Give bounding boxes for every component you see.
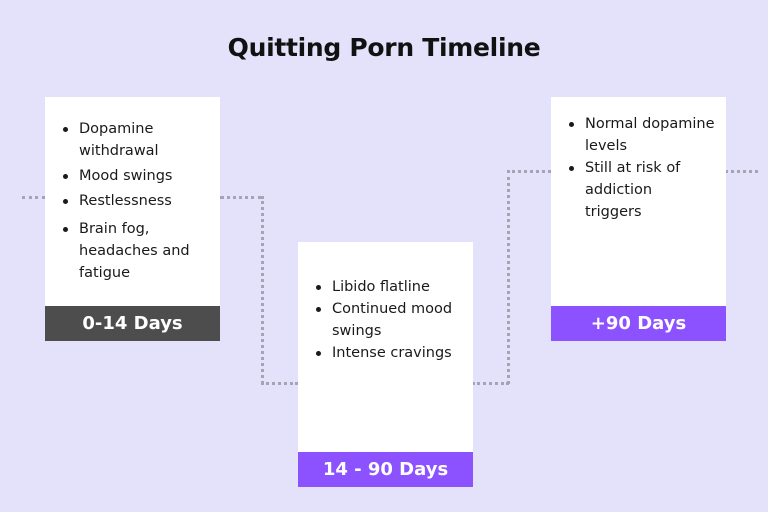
stage-item: Restlessness (63, 190, 220, 212)
stage-items: Libido flatline Continued mood swings In… (298, 242, 473, 364)
stage-item: Intense cravings (316, 342, 473, 364)
connector-left-stub (22, 196, 45, 199)
connector-1-vertical (261, 196, 264, 384)
stage-card-90-plus-days: Normal dopamine levels Still at risk of … (551, 97, 726, 341)
stage-item: Continued mood swings (316, 298, 472, 342)
stage-items: Dopamine withdrawal Mood swings Restless… (45, 97, 220, 284)
stage-item: Still at risk of addiction triggers (569, 157, 695, 223)
connector-1-bottom (261, 382, 298, 385)
stage-item: Normal dopamine levels (569, 113, 720, 157)
connector-right-stub (725, 170, 758, 173)
connector-2-top (507, 170, 551, 173)
stage-label: +90 Days (551, 306, 726, 341)
page-title: Quitting Porn Timeline (227, 33, 541, 62)
stage-label: 0-14 Days (45, 306, 220, 341)
stage-item: Dopamine withdrawal (63, 118, 189, 162)
stage-label: 14 - 90 Days (298, 452, 473, 487)
connector-2-bottom (472, 382, 509, 385)
stage-item: Brain fog, headaches and fatigue (63, 218, 209, 284)
stage-card-14-90-days: Libido flatline Continued mood swings In… (298, 242, 473, 487)
connector-1-top (220, 196, 262, 199)
connector-2-vertical (507, 170, 510, 384)
stage-item: Mood swings (63, 165, 220, 187)
stage-item: Libido flatline (316, 276, 473, 298)
stage-items: Normal dopamine levels Still at risk of … (551, 97, 726, 223)
stage-card-0-14-days: Dopamine withdrawal Mood swings Restless… (45, 97, 220, 341)
